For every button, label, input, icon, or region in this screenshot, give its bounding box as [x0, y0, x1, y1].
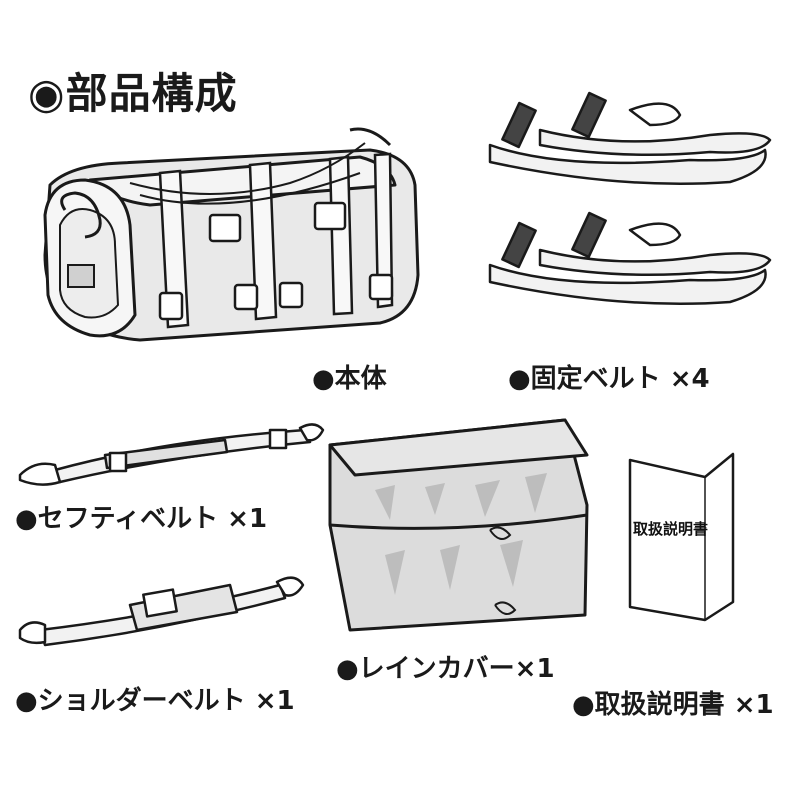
label-fixing-belts: ●固定ベルト ×4 — [508, 364, 710, 394]
bag-body-illustration — [43, 127, 420, 342]
label-safety-belt: ●セフティベルト ×1 — [15, 504, 268, 534]
shoulder-belt-illustration — [18, 576, 305, 647]
label-shoulder-belt: ●ショルダーベルト ×1 — [15, 686, 295, 716]
label-rain-cover: ●レインカバー×1 — [336, 654, 555, 684]
safety-belt-illustration — [18, 423, 325, 486]
label-manual: ●取扱説明書 ×1 — [572, 690, 774, 720]
fixing-belts-illustration — [488, 91, 772, 305]
manual-cover-text: 取扱説明書 — [633, 520, 708, 538]
manual-illustration: 取扱説明書 — [628, 452, 735, 622]
rain-cover-illustration — [328, 418, 589, 632]
page-title: ◉部品構成 — [28, 69, 238, 118]
label-main-body: ●本体 — [312, 364, 387, 394]
